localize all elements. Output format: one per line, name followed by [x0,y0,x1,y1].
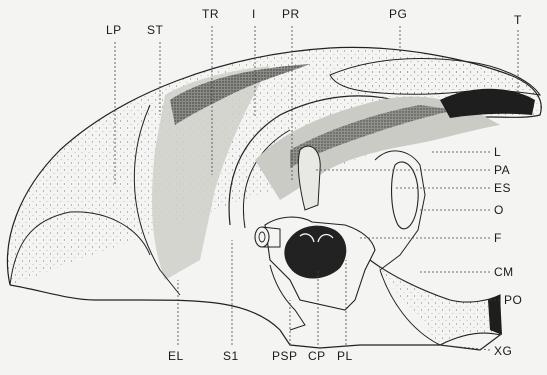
label-o: O [494,204,504,216]
label-pa: PA [494,164,510,176]
right-arm [370,260,500,345]
label-st: ST [147,24,163,36]
label-l: L [494,146,501,158]
pa-element [298,146,320,210]
label-psp: PSP [272,350,298,362]
label-pg: PG [389,8,407,20]
label-xg: XG [494,345,512,357]
label-el: EL [168,350,184,362]
label-i: I [252,8,256,20]
label-es: ES [494,182,511,194]
label-po: PO [504,294,522,306]
po-dark [488,295,502,335]
es-structure [375,151,425,270]
label-s1: S1 [223,350,239,362]
label-tr: TR [202,8,219,20]
s1-ring [255,227,269,247]
label-t: T [514,14,522,26]
label-lp: LP [106,24,122,36]
label-pr: PR [282,8,300,20]
cp-mass [284,226,346,279]
label-cp: CP [308,350,326,362]
label-pl: PL [337,350,353,362]
label-f: F [494,232,502,244]
label-cm: CM [494,266,514,278]
o-loop [392,162,419,229]
